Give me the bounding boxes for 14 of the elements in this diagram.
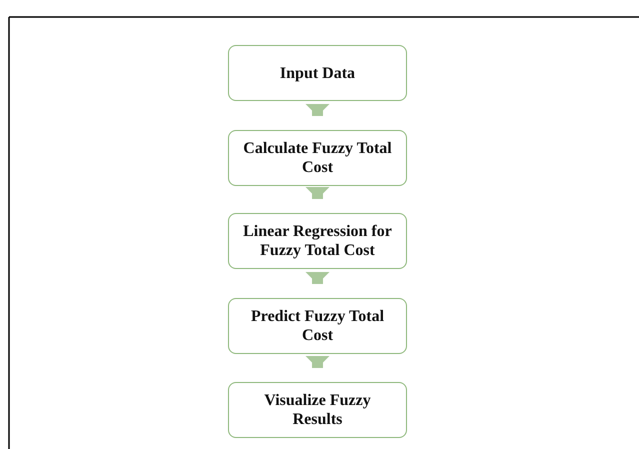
box-label: Calculate Fuzzy Total Cost bbox=[242, 139, 393, 177]
box-label: Input Data bbox=[278, 64, 356, 82]
block-arrow bbox=[306, 187, 330, 199]
process-box bbox=[228, 213, 407, 269]
block-arrow bbox=[306, 272, 330, 284]
block-arrow bbox=[306, 104, 330, 116]
box-label: Predict Fuzzy Total Cost bbox=[250, 307, 386, 345]
process-box bbox=[228, 45, 407, 101]
block-arrow bbox=[306, 356, 330, 368]
process-box bbox=[228, 382, 407, 438]
box-label: Linear Regression for Fuzzy Total Cost bbox=[242, 222, 393, 260]
process-box bbox=[228, 298, 407, 354]
process-box bbox=[228, 130, 407, 186]
box-label: Visualize Fuzzy Results bbox=[263, 391, 372, 429]
